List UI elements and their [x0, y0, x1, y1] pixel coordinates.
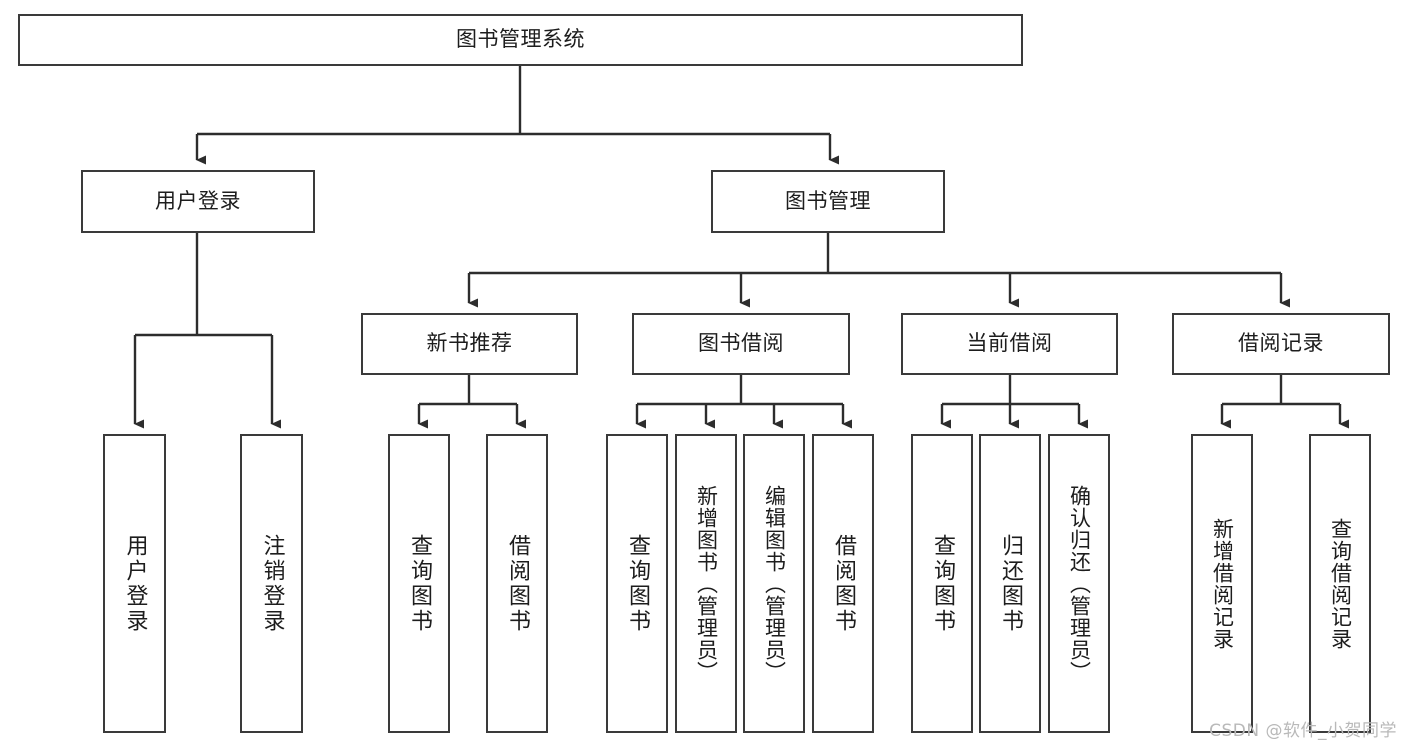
leaf-user-login[interactable]: 用户登录 — [103, 434, 166, 733]
node-label: 查询借阅记录 — [1328, 517, 1353, 650]
node-label: 用户登录 — [122, 533, 148, 634]
leaf-query-book-borrow[interactable]: 查询图书 — [606, 434, 668, 733]
leaf-add-borrow-record[interactable]: 新增借阅记录 — [1191, 434, 1253, 733]
leaf-logout[interactable]: 注销登录 — [240, 434, 303, 733]
node-label: 查询图书 — [930, 533, 955, 634]
node-label: 编辑图书（管理员） — [762, 484, 787, 683]
node-label: 查询图书 — [407, 533, 432, 634]
leaf-borrow-book-rec[interactable]: 借阅图书 — [486, 434, 548, 733]
node-label: 借阅图书 — [831, 533, 856, 634]
leaf-query-book-rec[interactable]: 查询图书 — [388, 434, 450, 733]
leaf-query-borrow-record[interactable]: 查询借阅记录 — [1309, 434, 1371, 733]
node-label: 借阅图书 — [505, 533, 530, 634]
node-label: 当前借阅 — [966, 331, 1053, 356]
node-label: 归还图书 — [998, 533, 1023, 634]
leaf-borrow-book[interactable]: 借阅图书 — [812, 434, 874, 733]
node-new-book-recommendation[interactable]: 新书推荐 — [361, 313, 578, 375]
node-current-borrow[interactable]: 当前借阅 — [901, 313, 1118, 375]
node-label: 借阅记录 — [1238, 331, 1324, 356]
node-label: 图书借阅 — [698, 331, 784, 356]
node-book-borrow[interactable]: 图书借阅 — [632, 313, 850, 375]
node-label: 图书管理 — [785, 188, 871, 213]
leaf-confirm-return-admin[interactable]: 确认归还（管理员） — [1048, 434, 1110, 733]
leaf-edit-book-admin[interactable]: 编辑图书（管理员） — [743, 434, 805, 733]
leaf-query-book-current[interactable]: 查询图书 — [911, 434, 973, 733]
node-user-login[interactable]: 用户登录 — [81, 170, 315, 233]
watermark: CSDN @软件_小贺同学 — [1209, 721, 1397, 741]
leaf-return-book[interactable]: 归还图书 — [979, 434, 1041, 733]
node-label: 新增图书（管理员） — [694, 484, 719, 683]
node-root-system[interactable]: 图书管理系统 — [18, 14, 1023, 66]
node-label: 新增借阅记录 — [1210, 517, 1235, 650]
node-borrow-record[interactable]: 借阅记录 — [1172, 313, 1390, 375]
node-label: 用户登录 — [155, 188, 241, 213]
node-label: 新书推荐 — [426, 331, 513, 356]
node-label: 图书管理系统 — [456, 27, 585, 52]
leaf-add-book-admin[interactable]: 新增图书（管理员） — [675, 434, 737, 733]
node-book-management[interactable]: 图书管理 — [711, 170, 945, 233]
node-label: 确认归还（管理员） — [1067, 484, 1092, 683]
node-label: 注销登录 — [259, 533, 285, 634]
node-label: 查询图书 — [625, 533, 650, 634]
